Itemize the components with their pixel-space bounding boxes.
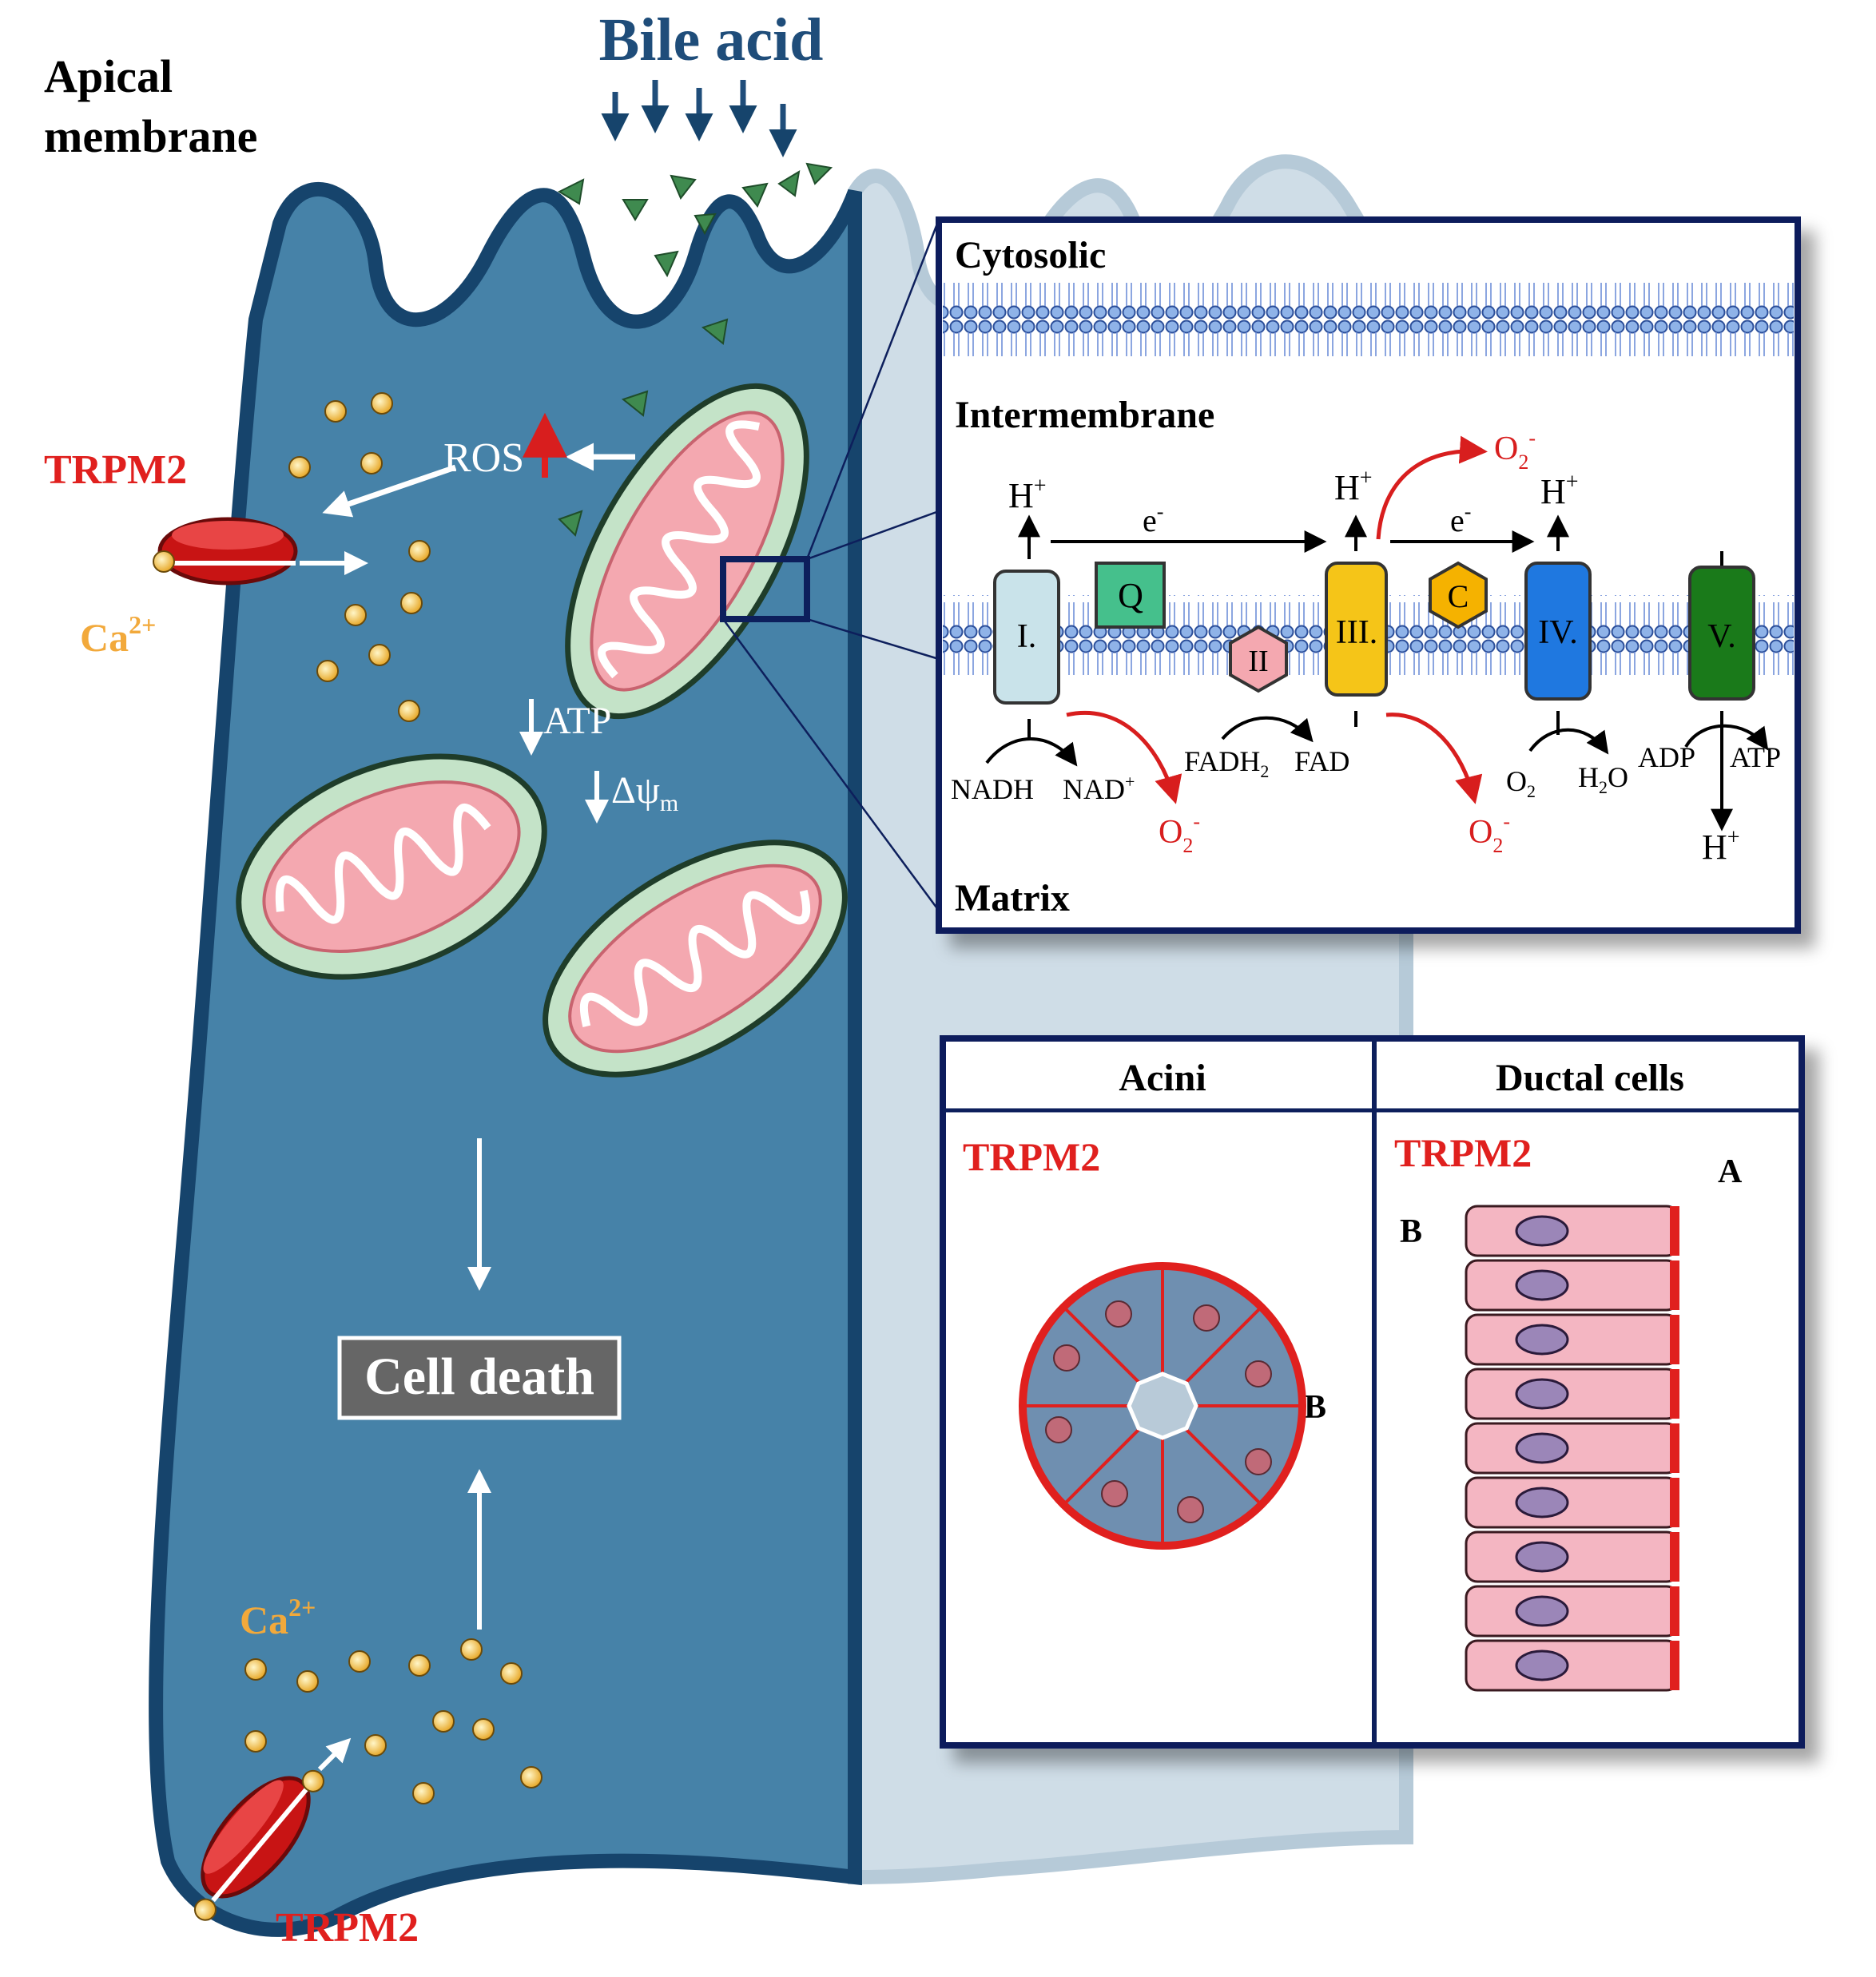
apical-membrane-label-line2: membrane: [44, 110, 257, 162]
ductal-cells-header: Ductal cells: [1496, 1057, 1684, 1099]
outer-membrane: [943, 280, 1794, 359]
acinus-illustration: [1019, 1262, 1306, 1550]
intermembrane-label: Intermembrane: [955, 394, 1214, 436]
proton-label-v: H+: [1702, 825, 1740, 867]
acini-b-label: B: [1304, 1389, 1326, 1426]
svg-text:III.: III.: [1336, 614, 1377, 651]
complex-ii: II: [1229, 625, 1288, 693]
apical-membrane-label-line1: Apical: [44, 50, 173, 102]
ros-arrows: [322, 412, 635, 518]
nadh-label: NADH: [951, 773, 1034, 805]
trpm2-acini-label: TRPM2: [963, 1134, 1100, 1179]
bile-acid-label: Bile acid: [599, 6, 824, 73]
superoxide-label-3: O2-: [1469, 810, 1510, 857]
ductal-cell: [1465, 1639, 1679, 1692]
ductal-cell: [1465, 1205, 1679, 1257]
cell-death-box: [337, 1336, 622, 1420]
fadh2-label: FADH2: [1184, 745, 1269, 781]
ductal-a-label: A: [1718, 1153, 1743, 1190]
delta-psi-label: Δψm: [611, 769, 678, 816]
matrix-label: Matrix: [955, 877, 1070, 919]
svg-text:I.: I.: [1017, 618, 1037, 655]
mitochondrion-2: [236, 753, 547, 980]
trpm2-channel-bottom: [193, 1769, 324, 1921]
atp-label: ATP: [543, 700, 611, 742]
complex-v: V.: [1688, 566, 1755, 701]
svg-text:C: C: [1448, 578, 1469, 614]
ductal-cell: [1465, 1585, 1679, 1638]
proton-label-i: H+: [1008, 474, 1047, 515]
nad-label: NAD+: [1063, 772, 1135, 805]
cytochrome-c: C: [1429, 561, 1488, 629]
trpm2-channel-top: [153, 517, 368, 586]
mitochondrion-3: [543, 840, 848, 1078]
complex-iii: III.: [1325, 562, 1388, 697]
water-label: H2O: [1578, 761, 1628, 797]
ubiquinone-q: Q: [1095, 562, 1166, 629]
acini-header: Acini: [1119, 1057, 1206, 1099]
zoom-box: [720, 556, 810, 622]
ductal-cell: [1465, 1422, 1679, 1475]
proton-label-iv: H+: [1540, 470, 1579, 511]
cytosolic-label: Cytosolic: [955, 234, 1106, 276]
proton-label-iii: H+: [1334, 466, 1373, 507]
ca-bottom-label: Ca2+: [240, 1593, 316, 1642]
ca-top-label: Ca2+: [80, 610, 156, 660]
ductal-b-label: B: [1400, 1213, 1422, 1250]
ros-label: ROS: [443, 435, 524, 481]
ductal-cell: [1465, 1259, 1679, 1312]
trpm2-bottom-label: TRPM2: [276, 1905, 419, 1951]
atp-synth-label: ATP: [1730, 741, 1781, 773]
zoom-lines: [721, 219, 940, 911]
etc-panel: Cytosolic Intermembrane Matrix e- e- H+ …: [936, 216, 1801, 934]
svg-text:IV.: IV.: [1538, 614, 1577, 651]
ductal-cell: [1465, 1368, 1679, 1420]
electron-label-1: e-: [1143, 500, 1163, 538]
trpm2-bottom-influx-arrow: [317, 1737, 352, 1772]
cell-death-label: Cell death: [364, 1348, 594, 1406]
ductal-cells-illustration: [1465, 1205, 1679, 1692]
tissue-panel: Acini Ductal cells TRPM2 TRPM2 B B A: [940, 1035, 1805, 1749]
calcium-ions-top: [288, 392, 431, 722]
mitochondrion-1: [565, 383, 809, 720]
ductal-cell: [1465, 1530, 1679, 1583]
adp-label: ADP: [1638, 741, 1695, 773]
ductal-cell: [1465, 1476, 1679, 1529]
bile-acid-molecules: [557, 162, 833, 537]
electron-label-2: e-: [1450, 500, 1471, 538]
ductal-cell: [1465, 1313, 1679, 1366]
trpm2-top-label: TRPM2: [44, 447, 187, 493]
svg-text:Q: Q: [1118, 576, 1143, 615]
superoxide-label-1: O2-: [1494, 427, 1536, 474]
complex-i: I.: [993, 570, 1060, 705]
oxygen-label: O2: [1506, 765, 1536, 801]
bile-acid-arrows: [601, 80, 797, 157]
svg-text:V.: V.: [1707, 618, 1735, 655]
trpm2-ductal-label: TRPM2: [1394, 1130, 1532, 1175]
complex-iv: IV.: [1524, 562, 1592, 701]
calcium-ions-bottom: [244, 1638, 543, 1804]
superoxide-label-2: O2-: [1159, 810, 1200, 857]
svg-text:II: II: [1248, 645, 1268, 678]
fad-label: FAD: [1294, 745, 1349, 777]
